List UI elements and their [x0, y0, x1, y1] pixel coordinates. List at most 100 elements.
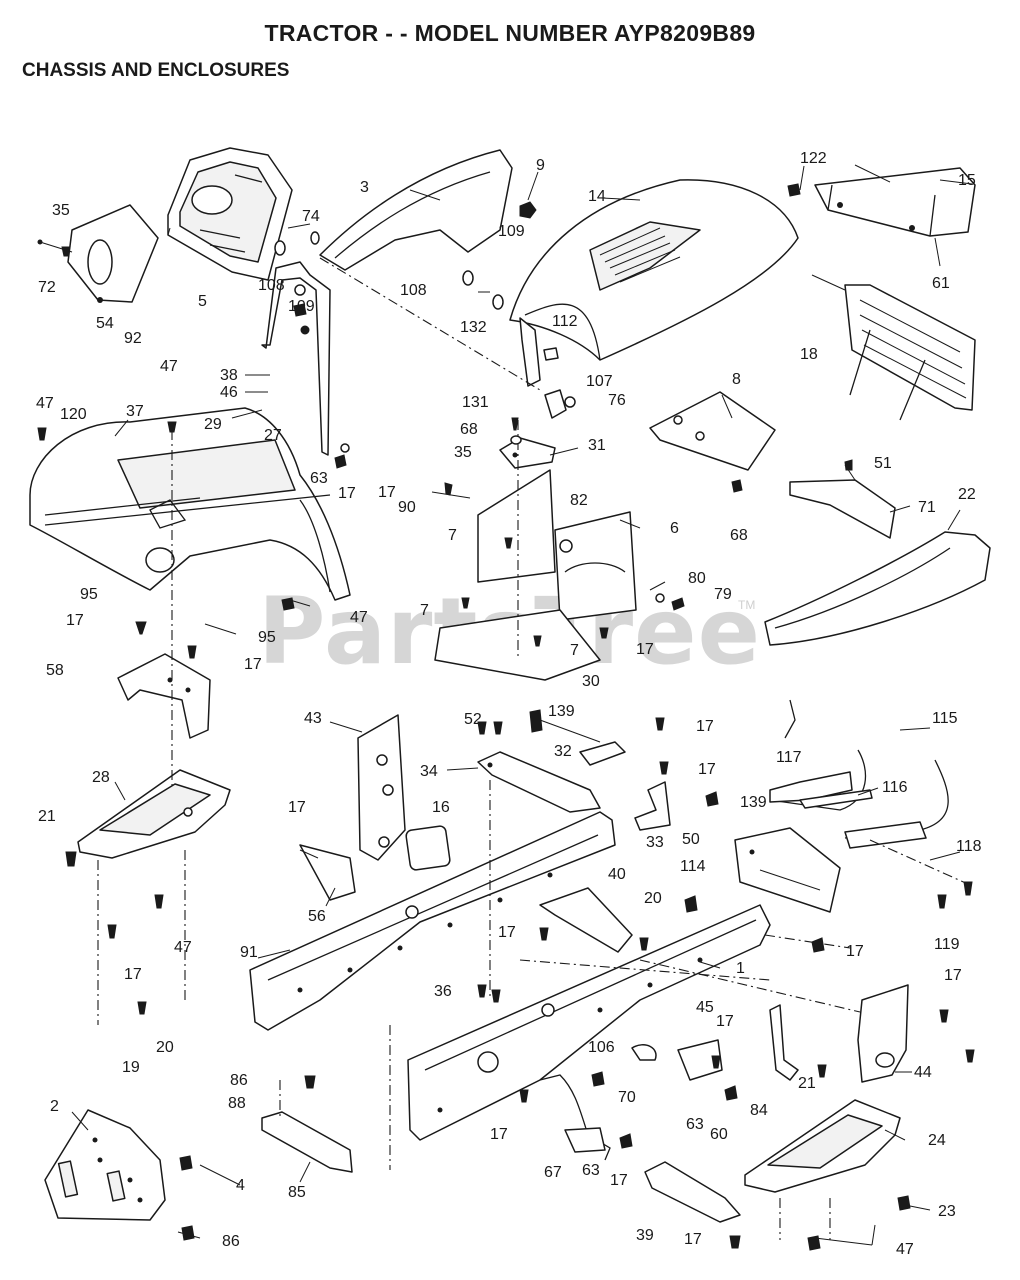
callout: 122 [800, 150, 827, 167]
page-title: TRACTOR - - MODEL NUMBER AYP8209B89 [264, 20, 756, 46]
part-rod-67 [539, 1074, 611, 1161]
part-bracket-85 [261, 1111, 353, 1173]
part-plate-2 [44, 1109, 166, 1221]
callout: 17 [944, 967, 962, 984]
callout: 17 [490, 1126, 508, 1143]
callout: 51 [874, 455, 892, 472]
callout: 108 [400, 282, 427, 299]
part-bracket-84 [769, 1004, 799, 1081]
callout: 22 [958, 486, 976, 503]
callout: 112 [552, 313, 578, 330]
callout: 139 [740, 794, 767, 811]
callout: 24 [928, 1132, 946, 1149]
callout: 72 [38, 279, 56, 296]
callout: 74 [302, 208, 320, 225]
callout: 29 [204, 416, 222, 433]
callout: 63 [686, 1116, 704, 1133]
callout: 17 [636, 641, 654, 658]
part-hood [509, 179, 799, 361]
callout: 33 [646, 834, 664, 851]
callout: 91 [240, 944, 258, 961]
callout: 119 [934, 936, 960, 953]
part-frame-rail-1 [407, 904, 771, 1141]
callout: 52 [464, 711, 482, 728]
callout: 70 [618, 1089, 636, 1106]
part-linkage [769, 699, 949, 849]
callout: 17 [498, 924, 516, 941]
callout: 50 [682, 831, 700, 848]
part-pad-16 [405, 825, 451, 871]
part-plate-43 [357, 714, 406, 861]
callout: 17 [338, 485, 356, 502]
callout: 63 [310, 470, 328, 487]
callout: 7 [570, 642, 579, 659]
part-bracket-39 [644, 1161, 741, 1223]
callout: 21 [38, 808, 56, 825]
callout: 37 [126, 403, 144, 420]
callout: 92 [124, 330, 142, 347]
callout: 86 [222, 1233, 240, 1250]
callout: 15 [958, 172, 976, 189]
part-bracket-29 [261, 261, 350, 456]
callout: 3 [360, 179, 369, 196]
callout: 79 [714, 586, 732, 603]
callout: 68 [730, 527, 748, 544]
callout: 2 [50, 1098, 59, 1115]
section-title: CHASSIS AND ENCLOSURES [22, 60, 290, 81]
callout: 76 [608, 392, 626, 409]
callout: 82 [570, 492, 588, 509]
callout: 47 [174, 939, 192, 956]
part-bracket-56 [299, 844, 356, 901]
callout: 80 [688, 570, 706, 587]
callout: 95 [80, 586, 98, 603]
callout: 20 [156, 1039, 174, 1056]
callout: 17 [696, 718, 714, 735]
callout: 21 [798, 1075, 816, 1092]
part-bracket-plate-92 [37, 204, 159, 303]
callout: 61 [932, 275, 950, 292]
callout: 68 [460, 421, 478, 438]
callout: 30 [582, 673, 600, 690]
callout: 60 [710, 1126, 728, 1143]
part-tunnel-6 [477, 469, 637, 621]
part-dash-panel [167, 147, 293, 281]
callout: 106 [588, 1039, 615, 1056]
callout-numbers: 3 9 14 122 15 35 72 54 92 5 74 108 109 1… [36, 150, 982, 1258]
callout: 6 [670, 520, 679, 537]
callout: 1 [736, 960, 745, 977]
callout: 44 [914, 1064, 932, 1081]
callout: 107 [586, 373, 613, 390]
part-bracket-32 [539, 719, 626, 766]
callout: 19 [122, 1059, 140, 1076]
callout: 139 [548, 703, 575, 720]
callout: 95 [258, 629, 276, 646]
callout: 47 [896, 1241, 914, 1258]
callout: 71 [918, 499, 936, 516]
callout: 18 [800, 346, 818, 363]
callout: 85 [288, 1184, 306, 1201]
callout: 118 [956, 838, 982, 855]
callout: 86 [230, 1072, 248, 1089]
callout: 17 [66, 612, 84, 629]
part-nut-9 [519, 201, 537, 219]
callout: 109 [288, 298, 315, 315]
callout: 17 [684, 1231, 702, 1248]
callout: 131 [462, 394, 489, 411]
leader-lines [71, 165, 973, 1246]
part-bracket-45 [631, 1039, 723, 1081]
callout: 58 [46, 662, 64, 679]
callout: 56 [308, 908, 326, 925]
part-bracket-71 [789, 464, 896, 539]
callout: 17 [716, 1013, 734, 1030]
part-bracket-50 [734, 827, 841, 913]
part-grille-cap [814, 164, 976, 237]
callout: 88 [228, 1095, 246, 1112]
callout: 47 [160, 358, 178, 375]
callout: 132 [460, 319, 487, 336]
callout: 7 [420, 602, 429, 619]
callout: 20 [644, 890, 662, 907]
callout: 36 [434, 983, 452, 1000]
callout: 39 [636, 1227, 654, 1244]
callout: 8 [732, 371, 741, 388]
part-fender [29, 407, 351, 601]
